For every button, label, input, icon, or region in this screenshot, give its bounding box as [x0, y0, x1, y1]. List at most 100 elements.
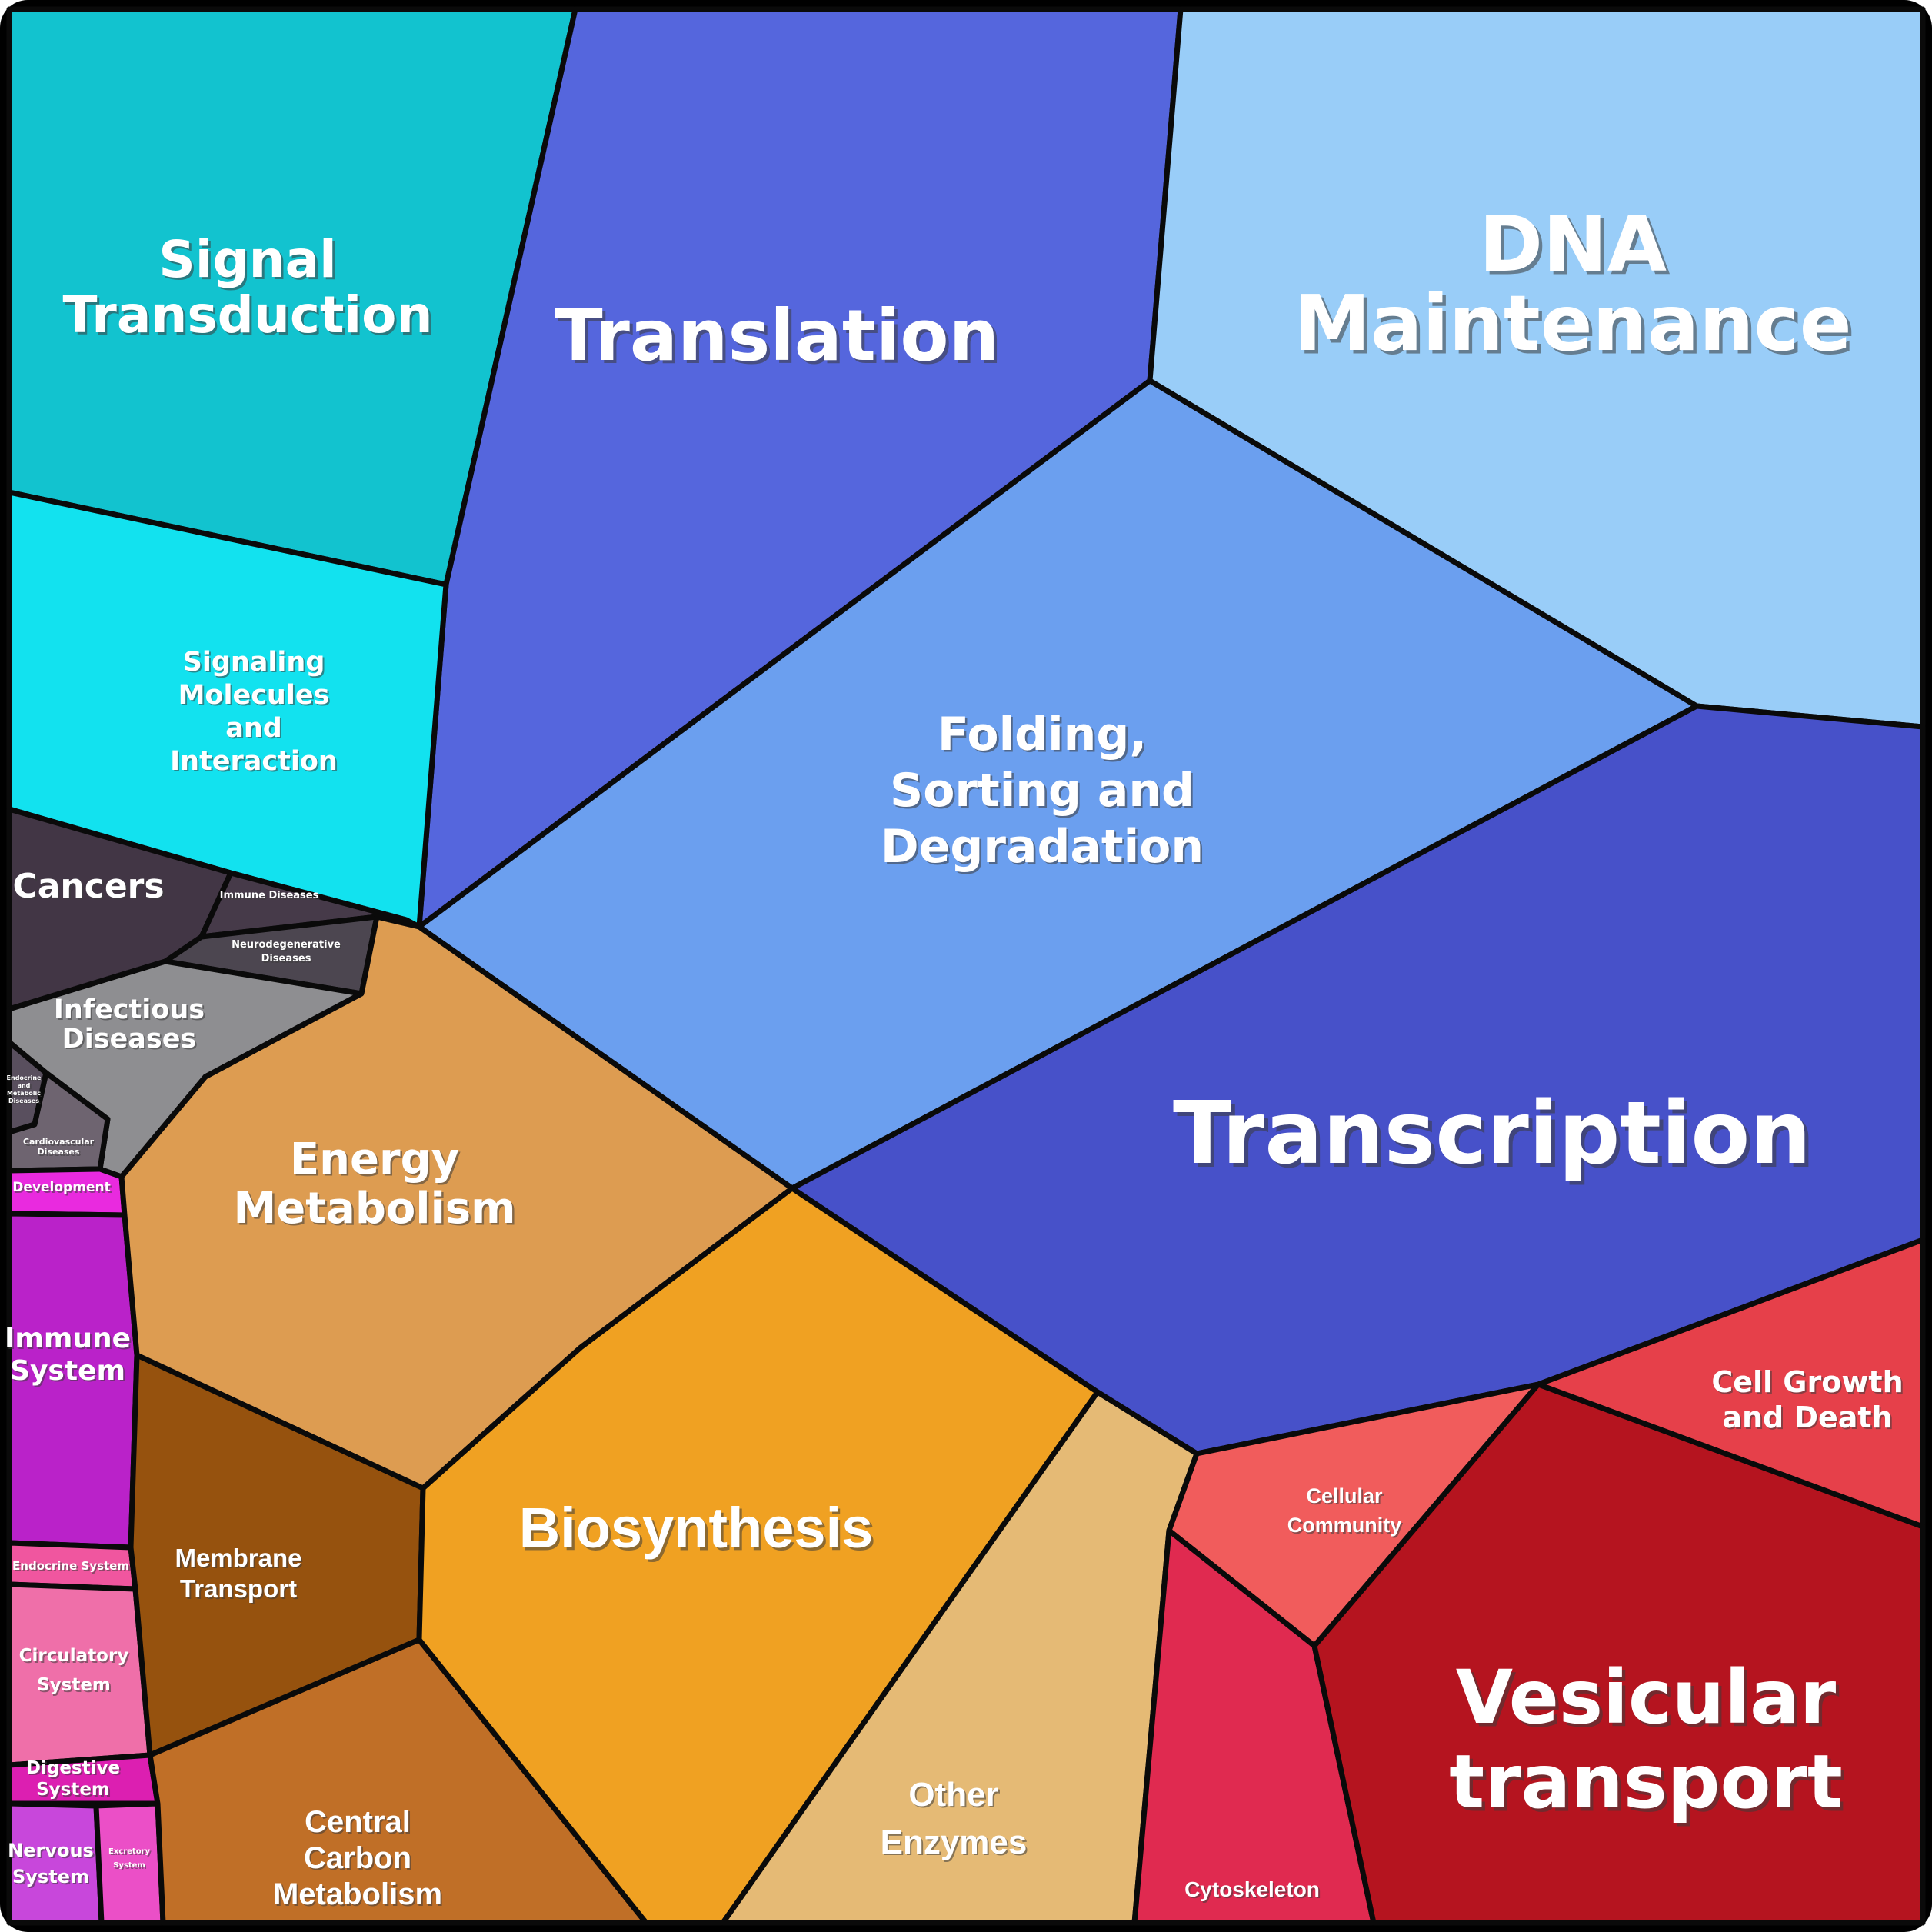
label-immune-system-line2: System: [10, 1355, 125, 1387]
label-infectious-diseases-shadow-1: Diseases: [64, 1025, 198, 1056]
label-signaling-molecules-interaction-line3: and: [225, 713, 282, 744]
label-digestive-system-shadow-1: System: [38, 1781, 112, 1801]
label-signaling-molecules-interaction-shadow-2: and: [227, 715, 284, 745]
label-signal-transduction-line1: Signal: [158, 230, 337, 289]
label-energy-metabolism-shadow-0: Energy: [291, 1137, 461, 1187]
label-vesicular-transport-line1: Vesicular: [1456, 1654, 1837, 1740]
label-central-carbon-metabolism-line3: Metabolism: [273, 1877, 442, 1911]
label-signaling-molecules-interaction-line1: Signaling: [183, 647, 325, 678]
label-cell-growth-and-death-shadow-1: and Death: [1724, 1402, 1894, 1436]
label-endocrine-system-shadow-0: Endocrine System: [14, 1561, 131, 1574]
label-infectious-diseases-shadow-0: Infectious: [55, 996, 206, 1027]
label-digestive-system-line1: Digestive: [26, 1758, 120, 1778]
label-signaling-molecules-interaction-line2: Molecules: [178, 680, 330, 711]
label-folding-sorting-degradation-line1: Folding,: [938, 708, 1147, 761]
label-neurodegenerative-diseases-line1: Neurodegenerative: [232, 939, 341, 951]
label-energy-metabolism-line2: Metabolism: [234, 1184, 516, 1234]
label-signaling-molecules-interaction-shadow-1: Molecules: [180, 681, 331, 712]
label-endocrine-metabolic-diseases-shadow-3: Diseases: [10, 1099, 41, 1106]
label-central-carbon-metabolism-shadow-1: Carbon: [305, 1843, 413, 1877]
label-immune-system-line1: Immune: [5, 1323, 131, 1354]
label-cancers: Cancers: [12, 867, 164, 906]
label-signal-transduction-shadow-1: Transduction: [65, 288, 435, 347]
label-cellular-community-shadow-1: Community: [1289, 1515, 1404, 1538]
label-dna-maintenance-line1: DNA: [1479, 199, 1667, 289]
label-cell-growth-and-death-line2: and Death: [1722, 1401, 1892, 1434]
label-signaling-molecules-interaction-shadow-3: Interaction: [172, 748, 339, 778]
label-digestive-system-shadow-0: Digestive: [28, 1760, 122, 1780]
label-endocrine-metabolic-diseases-line3: Metabolic: [7, 1090, 41, 1097]
label-dna-maintenance-shadow-0: DNA: [1482, 203, 1670, 293]
label-cytoskeleton-shadow-0: Cytoskeleton: [1186, 1879, 1321, 1903]
label-cardiovascular-diseases-line1: Cardiovascular: [23, 1137, 95, 1147]
label-cellular-community-line2: Community: [1287, 1514, 1402, 1537]
label-cardiovascular-diseases-line2: Diseases: [38, 1147, 80, 1157]
label-signal-transduction-line2: Transduction: [63, 285, 433, 345]
label-endocrine-system: Endocrine System: [12, 1559, 129, 1573]
label-translation: Translation: [555, 295, 999, 377]
label-endocrine-metabolic-diseases-line4: Diseases: [8, 1098, 39, 1104]
label-central-carbon-metabolism-shadow-0: Central: [306, 1807, 412, 1840]
label-neurodegenerative-diseases-shadow-0: Neurodegenerative: [233, 941, 342, 952]
label-infectious-diseases-line1: Infectious: [54, 994, 205, 1025]
label-nervous-system-shadow-0: Nervous: [9, 1841, 95, 1863]
label-endocrine-metabolic-diseases-line2: and: [18, 1082, 31, 1089]
label-membrane-transport-line2: Transport: [180, 1574, 297, 1603]
label-excretory-system-line2: System: [113, 1861, 145, 1870]
label-cardiovascular-diseases-shadow-0: Cardiovascular: [25, 1138, 96, 1148]
label-transcription: Transcription: [1173, 1084, 1811, 1184]
label-endocrine-metabolic-diseases-line1: Endocrine: [7, 1074, 42, 1081]
label-vesicular-transport-shadow-1: transport: [1453, 1742, 1846, 1828]
label-signaling-molecules-interaction-shadow-0: Signaling: [185, 648, 327, 679]
label-circulatory-system-line2: System: [37, 1675, 111, 1695]
label-biosynthesis: Biosynthesis: [519, 1496, 874, 1560]
label-immune-system-shadow-1: System: [12, 1357, 127, 1388]
label-folding-sorting-degradation-line3: Degradation: [881, 820, 1204, 874]
label-cell-growth-and-death-line1: Cell Growth: [1711, 1365, 1903, 1399]
label-cell-growth-and-death-shadow-0: Cell Growth: [1713, 1367, 1904, 1401]
label-translation-shadow-0: Translation: [558, 298, 1002, 380]
label-cardiovascular-diseases-shadow-1: Diseases: [39, 1148, 82, 1158]
label-neurodegenerative-diseases-line2: Diseases: [261, 953, 311, 964]
label-nervous-system-shadow-1: System: [14, 1867, 91, 1889]
label-nervous-system-line2: System: [12, 1866, 89, 1887]
label-dna-maintenance-line2: Maintenance: [1294, 278, 1851, 368]
label-cellular-community-line1: Cellular: [1306, 1484, 1383, 1507]
label-folding-sorting-degradation-shadow-1: Sorting and: [892, 766, 1197, 820]
label-cancers-shadow-0: Cancers: [14, 868, 165, 908]
label-signaling-molecules-interaction-line4: Interaction: [170, 746, 338, 777]
label-nervous-system-line1: Nervous: [8, 1840, 94, 1861]
label-transcription-shadow-0: Transcription: [1177, 1088, 1815, 1188]
label-immune-diseases: Immune Diseases: [220, 890, 319, 901]
label-central-carbon-metabolism-shadow-2: Metabolism: [275, 1879, 444, 1913]
label-circulatory-system-shadow-0: Circulatory: [21, 1647, 131, 1667]
label-excretory-system-shadow-0: Excretory: [110, 1849, 152, 1857]
label-endocrine-metabolic-diseases-shadow-0: Endocrine: [8, 1076, 44, 1083]
label-development-shadow-0: Development: [14, 1181, 112, 1197]
label-other-enzymes-shadow-0: Other: [910, 1777, 1000, 1815]
label-folding-sorting-degradation-line2: Sorting and: [890, 764, 1194, 818]
label-vesicular-transport-line2: transport: [1449, 1739, 1842, 1825]
label-membrane-transport-line1: Membrane: [175, 1544, 301, 1572]
label-endocrine-metabolic-diseases-shadow-2: Metabolic: [8, 1091, 42, 1098]
label-vesicular-transport-shadow-0: Vesicular: [1459, 1657, 1840, 1744]
label-excretory-system-line1: Excretory: [108, 1847, 151, 1856]
label-signal-transduction-shadow-0: Signal: [161, 232, 339, 291]
label-central-carbon-metabolism-line1: Central: [305, 1805, 411, 1839]
label-development: Development: [12, 1180, 110, 1195]
label-cellular-community-shadow-0: Cellular: [1307, 1486, 1384, 1509]
label-energy-metabolism-line1: Energy: [290, 1134, 459, 1184]
label-immune-diseases-shadow-0: Immune Diseases: [222, 891, 321, 903]
label-cytoskeleton: Cytoskeleton: [1184, 1877, 1320, 1901]
label-endocrine-metabolic-diseases-shadow-1: and: [19, 1084, 32, 1091]
label-central-carbon-metabolism-line2: Carbon: [304, 1841, 411, 1875]
label-excretory-system-shadow-1: System: [115, 1863, 147, 1871]
cell-vesicular-transport[interactable]: [1311, 1381, 1926, 1926]
label-membrane-transport-shadow-0: Membrane: [176, 1545, 303, 1574]
cell-nervous-system[interactable]: [6, 1800, 105, 1926]
label-other-enzymes-line1: Other: [908, 1776, 998, 1814]
label-folding-sorting-degradation-shadow-0: Folding,: [940, 710, 1149, 764]
